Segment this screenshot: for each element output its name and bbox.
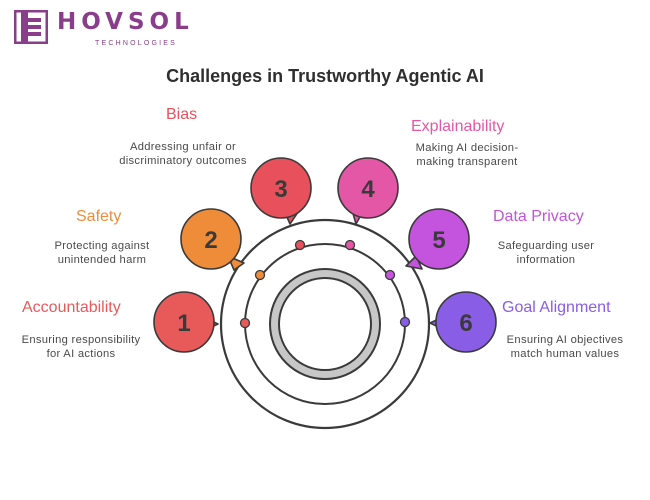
bubble-bias: 3	[250, 157, 312, 225]
ring-dot-3	[294, 239, 306, 251]
page-title: Challenges in Trustworthy Agentic AI	[166, 66, 484, 86]
bubble-number-6: 6	[459, 310, 472, 337]
bubble-number-2: 2	[204, 227, 217, 254]
label-bias: Bias	[166, 106, 198, 123]
label-data-privacy: Data Privacy	[493, 208, 584, 225]
desc-explainability: Making AI decision-making transparent	[415, 142, 519, 168]
bubble-goal-alignment: 6	[429, 291, 497, 353]
bubble-number-3: 3	[274, 176, 287, 203]
label-safety: Safety	[76, 208, 122, 225]
bubble-data-privacy: 5	[405, 208, 470, 270]
ring-dot-1	[239, 317, 251, 329]
desc-data-privacy: Safeguarding user information	[497, 240, 595, 266]
bubble-number-1: 1	[177, 310, 190, 337]
desc-goal-alignment: Ensuring AI objectives match human value…	[506, 334, 624, 360]
bubble-number-4: 4	[361, 176, 375, 203]
ring-dot-4	[344, 239, 356, 251]
brand-name: HOVSOL	[57, 9, 194, 35]
bubble-number-5: 5	[432, 227, 445, 254]
label-goal-alignment: Goal Alignment	[502, 299, 611, 316]
ring-dot-2	[254, 269, 266, 281]
brand-subtitle: TECHNOLOGIES	[95, 40, 178, 47]
bubble-explainability: 4	[337, 157, 399, 225]
label-accountability: Accountability	[22, 299, 121, 316]
ring-dot-5	[384, 269, 396, 281]
brand-logo: HOVSOL TECHNOLOGIES	[14, 8, 204, 52]
inner-ring-white	[278, 277, 372, 371]
desc-accountability: Ensuring responsibility for AI actions	[21, 334, 141, 360]
desc-safety: Protecting against unintended harm	[54, 240, 150, 266]
bubble-safety: 2	[180, 208, 245, 271]
bubble-accountability: 1	[153, 291, 219, 353]
ring-dot-6	[399, 316, 411, 328]
label-explainability: Explainability	[411, 118, 505, 135]
hovsol-logo-icon	[14, 10, 48, 44]
desc-bias: Addressing unfair or discriminatory outc…	[119, 141, 247, 167]
